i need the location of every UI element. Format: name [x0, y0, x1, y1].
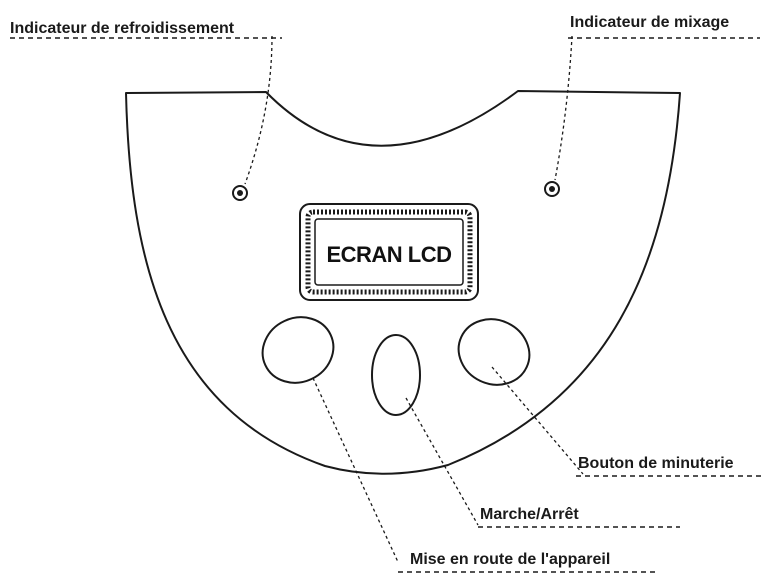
cooling-indicator-led	[232, 185, 248, 201]
callout-mixing-indicator: Indicateur de mixage	[570, 14, 729, 31]
lcd-label: ECRAN LCD	[326, 242, 451, 267]
leader-line-power-on	[312, 377, 399, 563]
leader-line-mixing	[554, 35, 573, 181]
callout-cooling-indicator: Indicateur de refroidissement	[10, 20, 235, 37]
callout-start-stop: Marche/Arrêt	[480, 506, 579, 523]
lcd-screen: ECRAN LCD	[299, 203, 479, 301]
leader-line-cooling	[244, 35, 273, 185]
power-on-button[interactable]	[252, 306, 344, 394]
mixing-indicator-led	[544, 181, 560, 197]
start-stop-button[interactable]	[371, 334, 421, 416]
callout-power-on: Mise en route de l'appareil	[410, 551, 610, 568]
timer-button[interactable]	[448, 308, 540, 396]
control-panel-outline	[125, 90, 681, 475]
callout-timer-button: Bouton de minuterie	[578, 455, 734, 472]
leader-line-start-stop	[405, 397, 479, 526]
